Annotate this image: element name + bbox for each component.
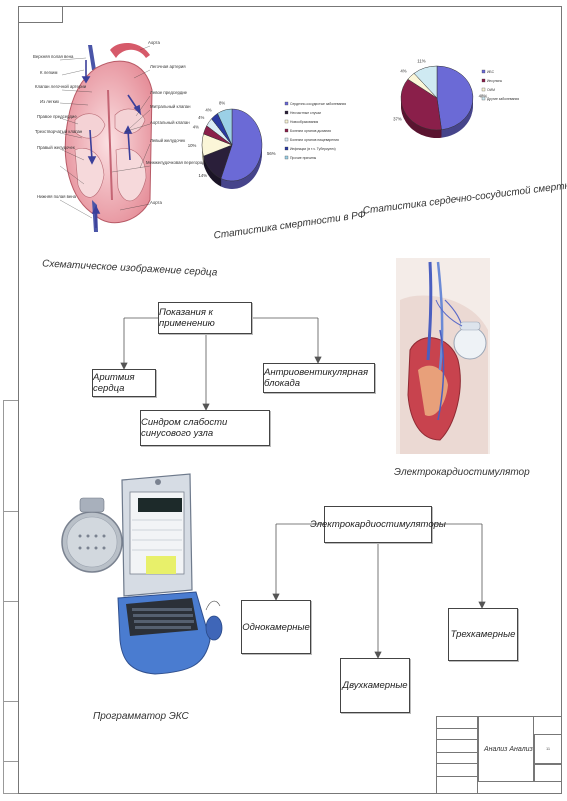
diagram1-child-arrhythmia: Аритмия сердца xyxy=(92,369,156,397)
diagram2-child-single: Однокамерные xyxy=(241,600,311,654)
pie2-slice-3 xyxy=(413,65,438,99)
label-aorta-top: Аорта xyxy=(148,40,160,45)
label-mitral: Митральный клапан xyxy=(150,104,191,109)
label-left-atrium: Левое предсердие xyxy=(150,90,188,95)
pie2-slice-0 xyxy=(436,65,474,131)
corner-stamp xyxy=(18,6,63,23)
pie1-legend-label-1: Несчастные случаи xyxy=(290,111,321,115)
diagram1-child-sss: Синдром слабости синусового узла xyxy=(140,410,270,446)
svc-vessel xyxy=(88,45,96,70)
label-left-ventricle: Левый желудочек xyxy=(150,138,185,143)
side-strip xyxy=(3,400,18,794)
label-tricuspid: Трехстворчатый клапан xyxy=(35,129,83,134)
pie1-legend-swatch-5 xyxy=(284,146,289,151)
pie2-legend-swatch-0 xyxy=(481,69,486,74)
pie2-pct-label-1: 37% xyxy=(393,116,402,121)
aorta-arch xyxy=(110,43,150,58)
pie2-pct-label-2: 4% xyxy=(400,69,406,74)
label-pulm-artery: Легочная артерия xyxy=(150,64,186,69)
label-septum: Межжелудочковая перегородка xyxy=(146,160,210,165)
pie1-legend-label-0: Сердечно-сосудистые заболевания xyxy=(290,102,346,106)
diagram1-root: Показания к применению xyxy=(158,302,252,334)
sheet-frame xyxy=(18,6,562,794)
pie1-slice-6 xyxy=(217,108,233,146)
pie2-legend-label-3: Другие заболевания xyxy=(487,97,519,101)
label-aorta-bottom: Аорта xyxy=(150,200,162,205)
pie1-legend-label-3: Болезни органов дыхания xyxy=(290,129,331,133)
label-ivc: Нижняя полая вена xyxy=(37,194,77,199)
caption-programmer: Программатор ЭКС xyxy=(93,711,189,722)
pie1-pct-label-2: 10% xyxy=(188,143,197,148)
pie1-legend-label-4: Болезни органов пищеварения xyxy=(290,138,339,142)
pie2-legend-label-0: ИБС xyxy=(487,70,495,74)
diagram2-child-triple: Трехкамерные xyxy=(448,608,518,661)
caption-pacemaker: Электрокардиостимулятор xyxy=(394,467,530,478)
pie1-legend-label-6: Прочие причины xyxy=(290,156,317,160)
septum-line xyxy=(107,89,113,201)
pie1-slice-0 xyxy=(220,108,263,182)
label-to-lungs: К легким xyxy=(40,70,57,75)
pie1-legend-swatch-4 xyxy=(284,137,289,142)
title-block-title: Анализ Анализ xyxy=(484,746,533,753)
label-svc: Верхняя полая вена xyxy=(33,54,74,59)
pie1-legend-swatch-6 xyxy=(284,155,289,160)
pie2-pct-label-0: 48% xyxy=(479,93,488,98)
pie2-legend-label-2: ОИМ xyxy=(487,88,495,92)
pie1-legend-swatch-2 xyxy=(284,119,289,124)
pie1-pct-label-6: 8% xyxy=(219,100,225,105)
pie2-slice-1 xyxy=(400,78,442,131)
pie1-pct-label-5: 4% xyxy=(205,107,211,112)
pie1-pct-label-4: 4% xyxy=(198,115,204,120)
label-aortic-valve: Аортальный клапан xyxy=(150,120,190,125)
label-pulm-valve: Клапан легочной артерии xyxy=(35,84,87,89)
diagram2-child-dual: Двухкамерные xyxy=(340,658,410,713)
label-right-atrium: Правое предсердие xyxy=(37,114,77,119)
pie1-legend-swatch-3 xyxy=(284,128,289,133)
label-from-lungs: Из легких xyxy=(40,99,60,104)
pie1-pct-label-3: 4% xyxy=(193,124,199,129)
title-block-sheet: 11 xyxy=(546,746,551,751)
pie2-pct-label-3: 11% xyxy=(417,58,425,63)
pie1-legend-swatch-1 xyxy=(284,110,289,115)
pie1-legend-label-2: Новообразования xyxy=(290,120,318,124)
pie1-legend-swatch-0 xyxy=(284,101,289,106)
pie2-legend-label-1: Инсульты xyxy=(487,79,503,83)
diagram2-root: Электрокардиостимуляторы xyxy=(310,506,446,543)
pie1-legend-label-5: Инфекции (в т.ч. Туберкулез) xyxy=(290,147,336,151)
pie1-pct-label-1: 14% xyxy=(199,173,208,178)
pie2-legend-swatch-3 xyxy=(481,96,486,101)
pie2-legend-swatch-2 xyxy=(481,87,486,92)
pie2-legend-swatch-1 xyxy=(481,78,486,83)
label-right-ventricle: Правый желудочек xyxy=(37,145,75,150)
diagram1-child-av-block: Антриовентикулярная блокада xyxy=(263,363,375,393)
pie1-pct-label-0: 56% xyxy=(267,151,276,156)
title-block: Анализ Анализ 11 xyxy=(436,716,562,794)
